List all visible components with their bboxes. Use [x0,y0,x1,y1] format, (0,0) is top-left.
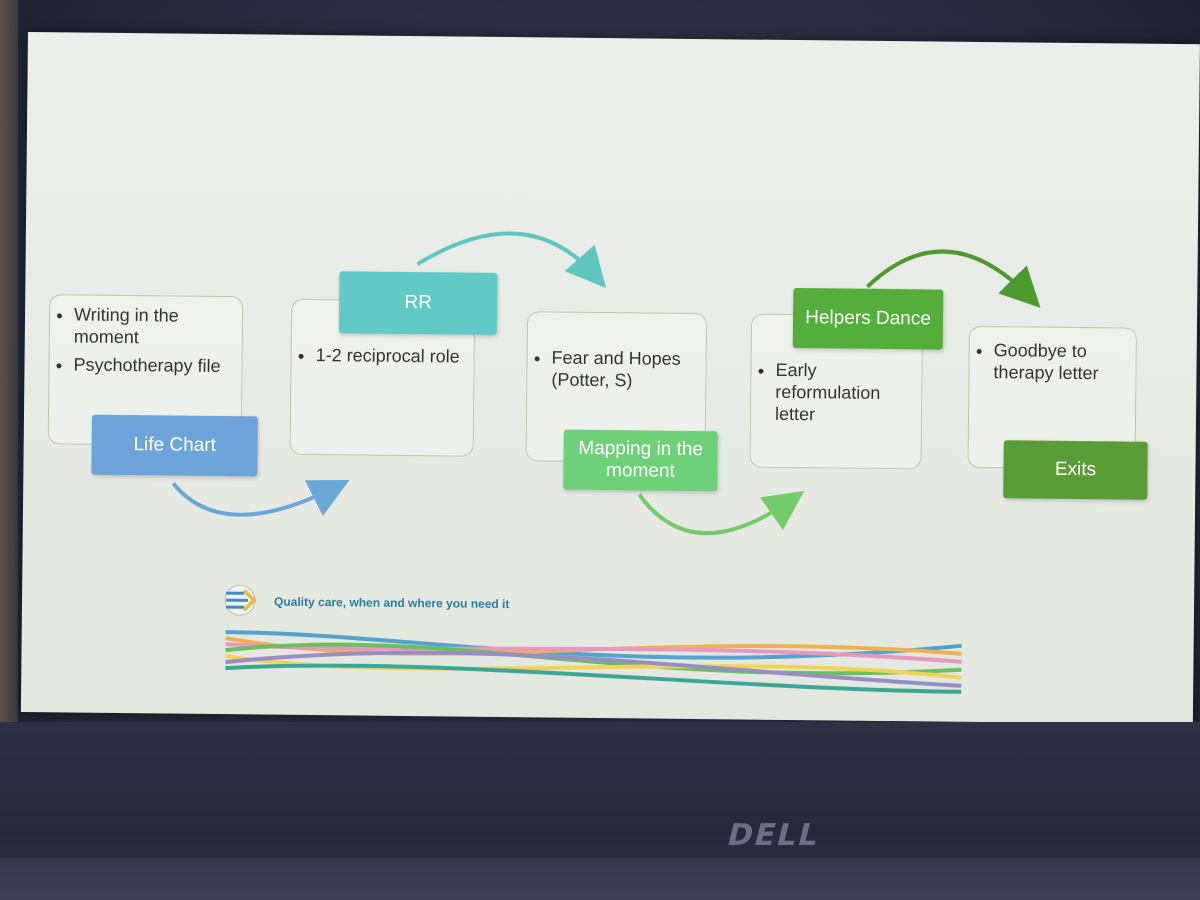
bezel-left [0,0,18,900]
laptop-hinge [0,858,1200,900]
footer-tagline: Quality care, when and where you need it [273,594,510,612]
ribbon-decoration [225,630,962,694]
logo-icon [224,584,257,616]
flow-arrows [171,231,1041,694]
brand-logo: DELL [723,818,825,853]
arrow-rr-to-mapping [416,231,607,288]
arrow-mapping-to-helpers [637,490,805,536]
projected-slide: Writing in the moment Psychotherapy file… [20,32,1200,725]
arrow-life-chart-to-rr [171,480,350,517]
arrow-helpers-to-exits [865,249,1041,308]
